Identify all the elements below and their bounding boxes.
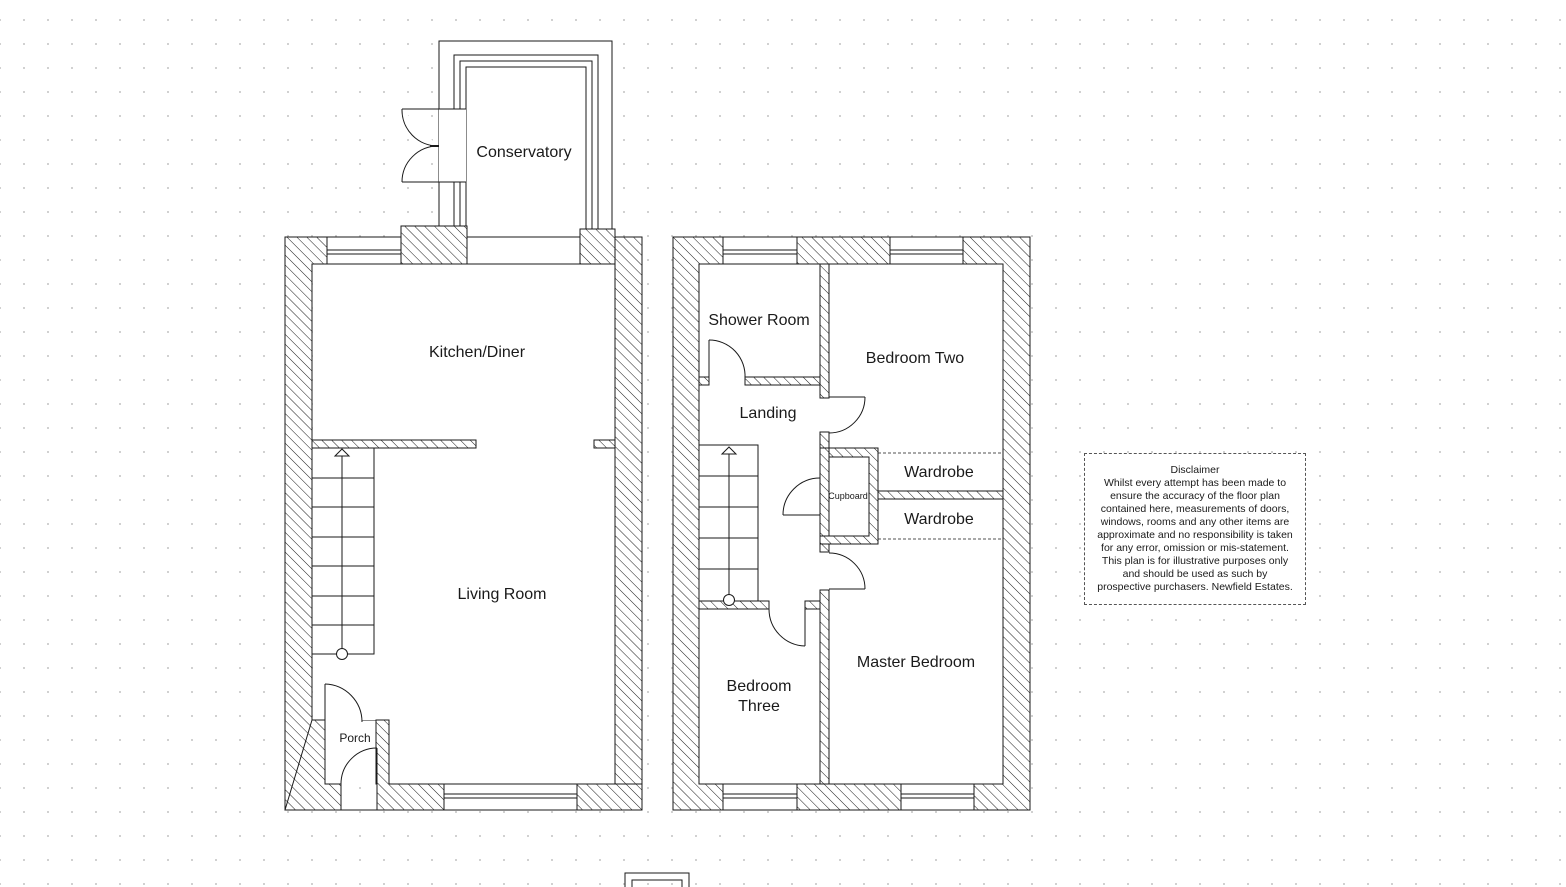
disclaimer-line: prospective purchasers. Newfield Estates… [1097,581,1293,593]
conservatory-wall-left [400,225,468,265]
label-bedroom-three-line1: Bedroom [727,678,792,695]
label-master-bedroom: Master Bedroom [857,654,975,671]
disclaimer-line: for any error, omission or mis-statement… [1101,542,1289,554]
first-floor-windows [722,236,975,811]
kitchen-living-divider-right [593,439,616,449]
label-living-room: Living Room [458,586,547,603]
ground-windows [326,236,581,811]
kitchen-floor-fill [313,265,614,440]
label-landing: Landing [740,405,797,422]
disclaimer-title: Disclaimer [1170,464,1220,476]
label-cupboard: Cupboard [828,491,868,501]
first-floor-plan: Shower Room Landing Bedroom Two Wardrobe… [672,236,1031,811]
label-shower-room: Shower Room [708,312,809,329]
first-floor-doors [708,339,866,647]
label-bedroom-three-line2: Three [738,698,780,715]
disclaimer-line: ensure the accuracy of the floor plan [1110,490,1280,502]
ground-staircase [311,447,375,660]
label-bedroom-two: Bedroom Two [866,350,965,367]
conservatory-wall-right [579,228,616,265]
porch-doors [324,683,378,810]
living-floor-fill-2 [389,720,614,783]
label-conservatory: Conservatory [476,144,571,161]
disclaimer-line: This plan is for illustrative purposes o… [1101,555,1289,567]
first-floor-internal-walls [698,263,1004,785]
label-wardrobe-upper: Wardrobe [904,464,974,481]
disclaimer-line: approximate and no responsibility is tak… [1097,529,1293,541]
first-floor-staircase [698,444,759,606]
disclaimer-line: and should be used as such by [1122,568,1268,580]
disclaimer-line: Whilst every attempt has been made to [1103,477,1287,489]
label-porch: Porch [339,731,370,745]
kitchen-living-divider-left [311,439,477,449]
conservatory-structure [401,40,613,238]
disclaimer-box: Disclaimer Whilst every attempt has been… [1084,453,1306,605]
label-wardrobe-lower: Wardrobe [904,511,974,528]
wardrobes [878,452,1003,540]
bottom-fragment-symbol [624,872,690,887]
label-kitchen-diner: Kitchen/Diner [429,344,526,361]
porch-floor [325,722,376,784]
disclaimer-line: contained here, measurements of doors, [1100,503,1290,515]
disclaimer-line: windows, rooms and any other items are [1100,516,1290,528]
ground-floor-plan: Conservatory Kitchen/Diner Living Room P… [284,40,643,811]
